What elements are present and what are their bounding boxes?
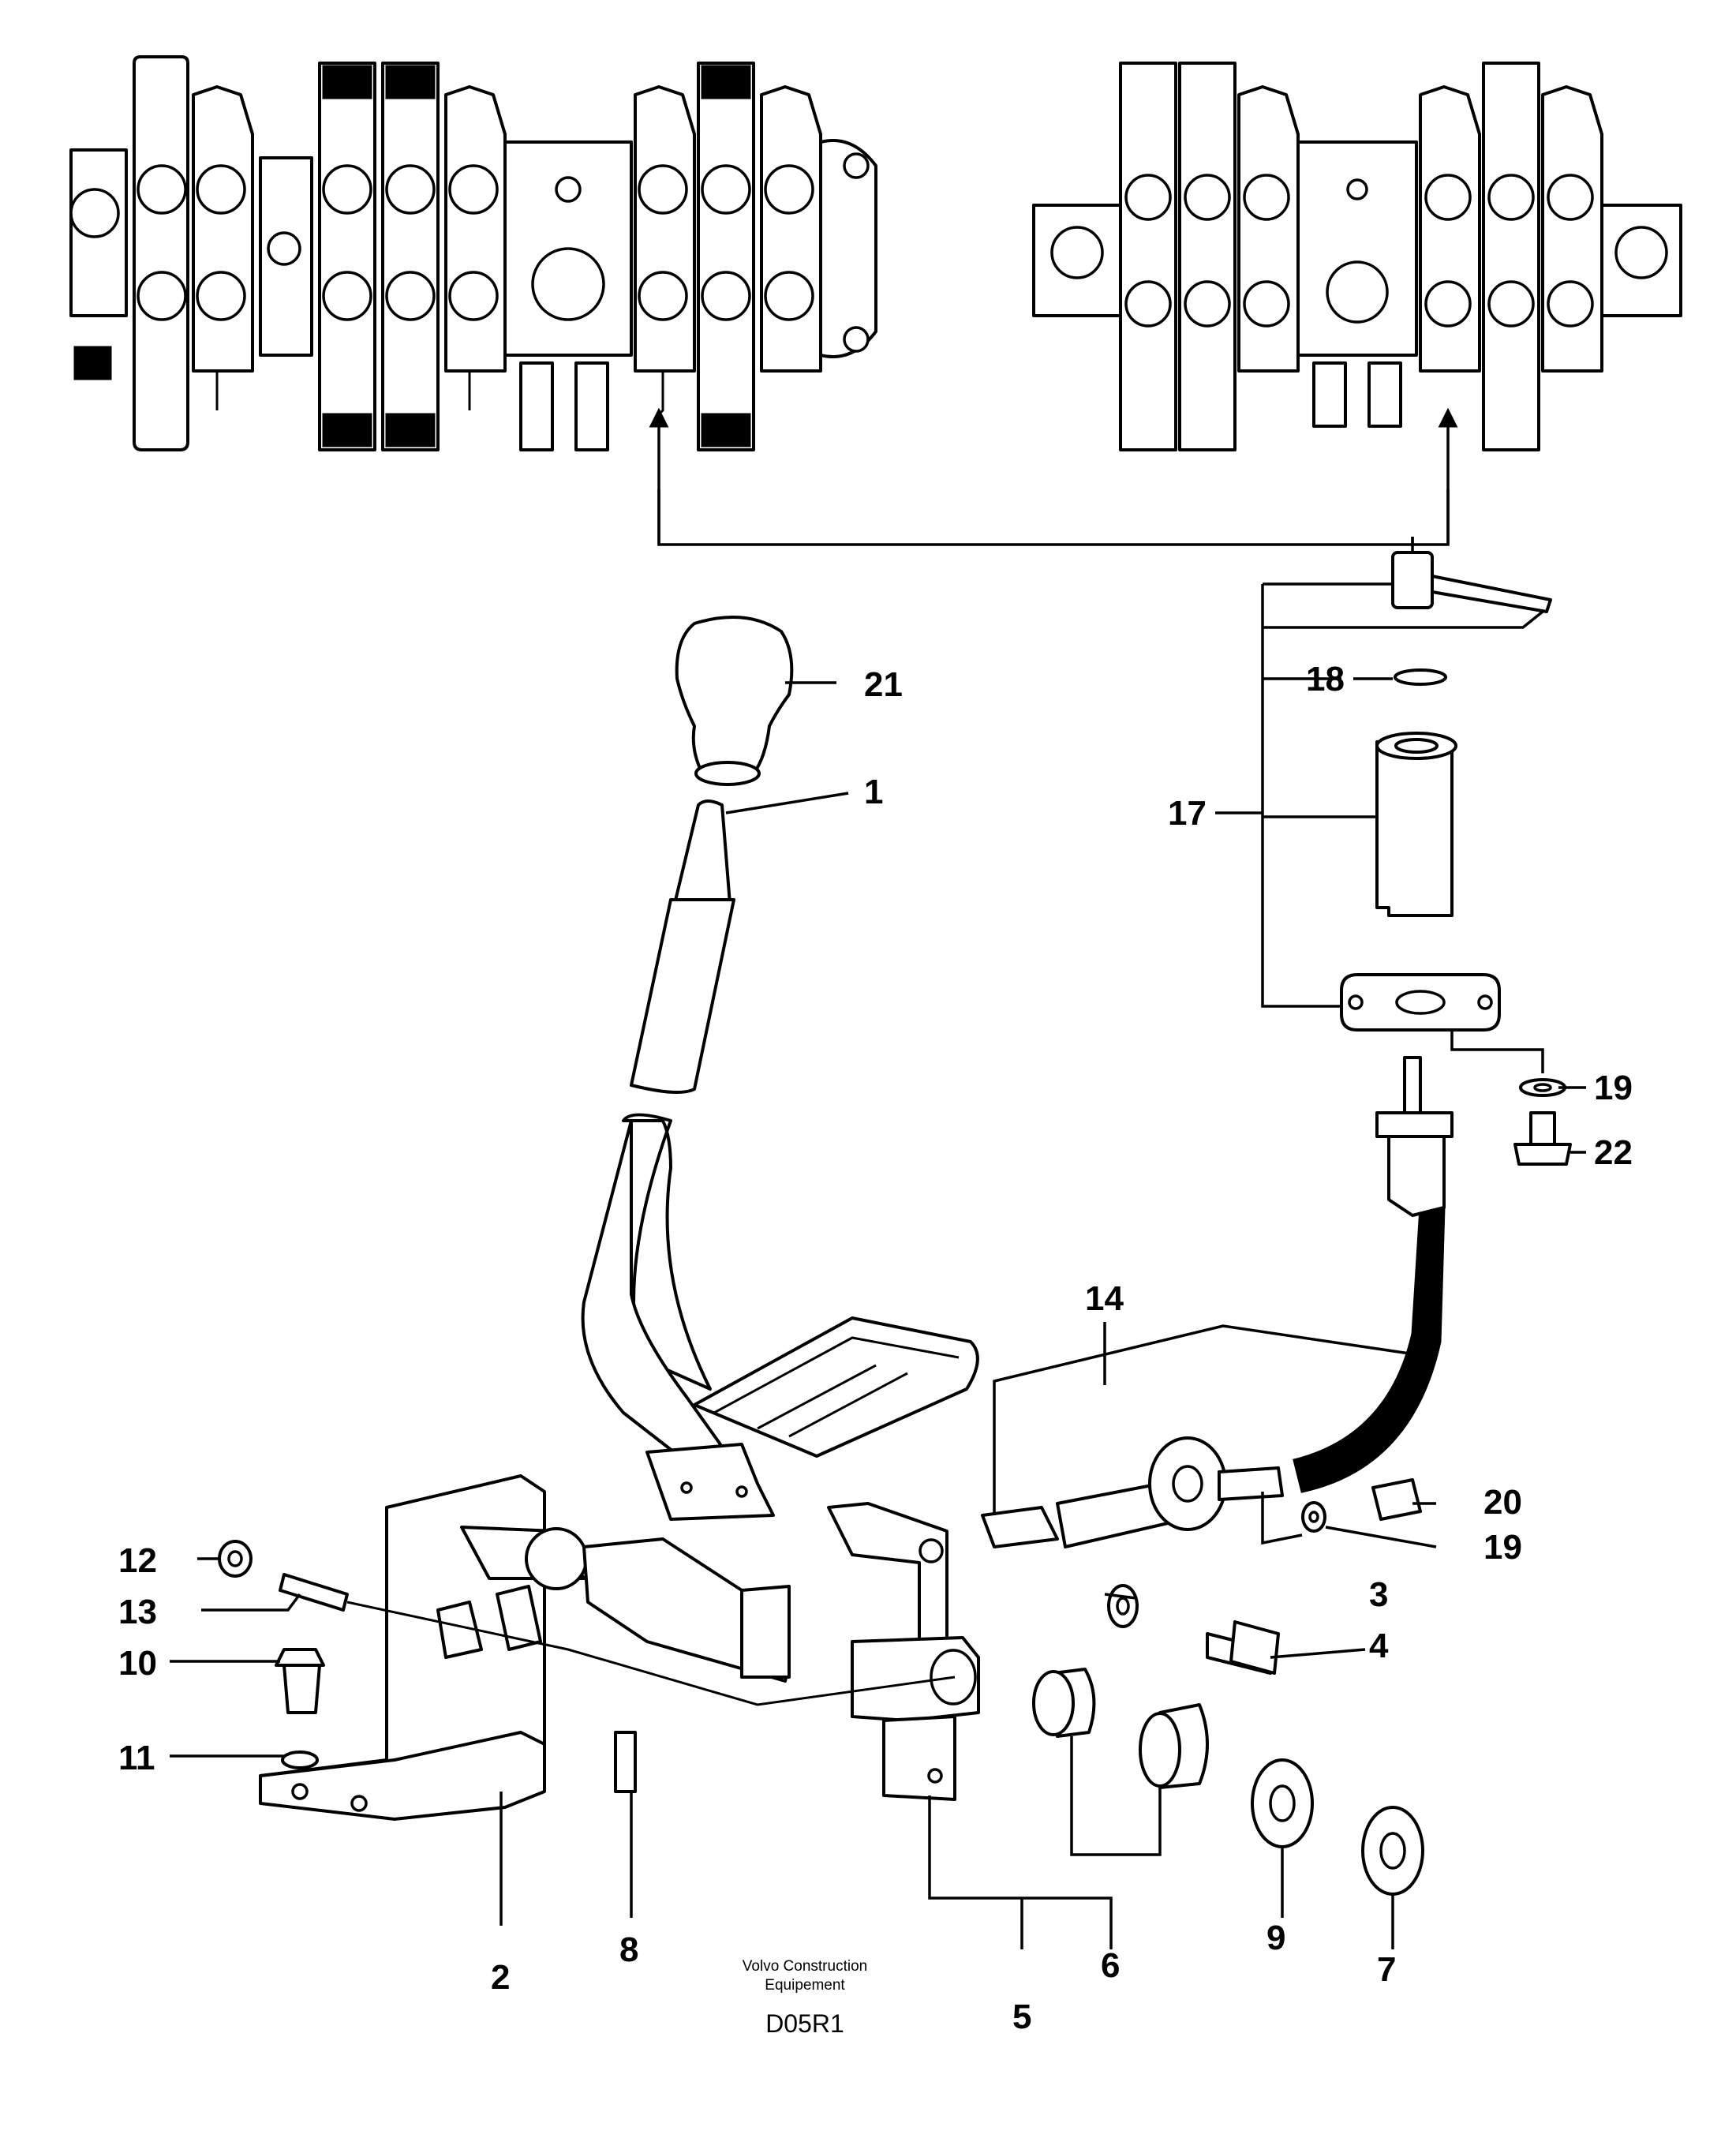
callout-3: 3: [1369, 1575, 1388, 1614]
pivot-shaft: [436, 1526, 791, 1683]
drawing-code: D05R1: [765, 2009, 844, 2038]
callout-8: 8: [619, 1930, 638, 1969]
callout-19-upper: 19: [1594, 1069, 1633, 1107]
callout-9: 9: [1266, 1919, 1285, 1957]
callout-17: 17: [1168, 794, 1207, 833]
lever-rod: [581, 799, 735, 1470]
callout-leaders: [170, 677, 1586, 1949]
group-leaders: [928, 1736, 1162, 1910]
callout-18: 18: [1306, 660, 1345, 698]
callout-4: 4: [1369, 1627, 1389, 1665]
callout-7: 7: [1377, 1950, 1396, 1989]
control-cable: [981, 1056, 1454, 1548]
callout-6: 6: [1101, 1946, 1120, 1985]
callout-11: 11: [118, 1739, 155, 1777]
callout-22: 22: [1594, 1133, 1633, 1172]
seal-kit-17: [1261, 551, 1552, 1073]
callout-19-lower: 19: [1483, 1528, 1522, 1567]
cable-leader: [993, 1324, 1437, 1545]
hardware-left: [218, 1540, 956, 1793]
control-valve-right: [1032, 62, 1682, 451]
connection-arrows: [649, 407, 1458, 584]
callout-1: 1: [864, 773, 883, 811]
spool-lever: [827, 1502, 980, 1801]
publisher-line-2: Equipement: [765, 1977, 845, 1994]
foot-pedal: [645, 1316, 979, 1521]
callout-12: 12: [118, 1541, 157, 1580]
control-valve-left: [69, 55, 877, 451]
lever-knob: [675, 616, 794, 786]
callout-13: 13: [118, 1593, 157, 1631]
washers: [1251, 1758, 1424, 1896]
callout-21: 21: [864, 665, 903, 704]
publisher-line-1: Volvo Construction: [743, 1958, 867, 1975]
callout-5: 5: [1012, 1998, 1031, 2036]
callout-2: 2: [491, 1958, 510, 1997]
callout-10: 10: [118, 1644, 157, 1683]
mounting-bracket: [259, 1474, 546, 1821]
callout-20: 20: [1483, 1483, 1522, 1522]
washer-and-screw-upper: [1513, 1078, 1572, 1166]
callout-14: 14: [1085, 1279, 1124, 1318]
hardware-right: [1107, 1478, 1422, 1675]
bushings: [1032, 1668, 1209, 1789]
